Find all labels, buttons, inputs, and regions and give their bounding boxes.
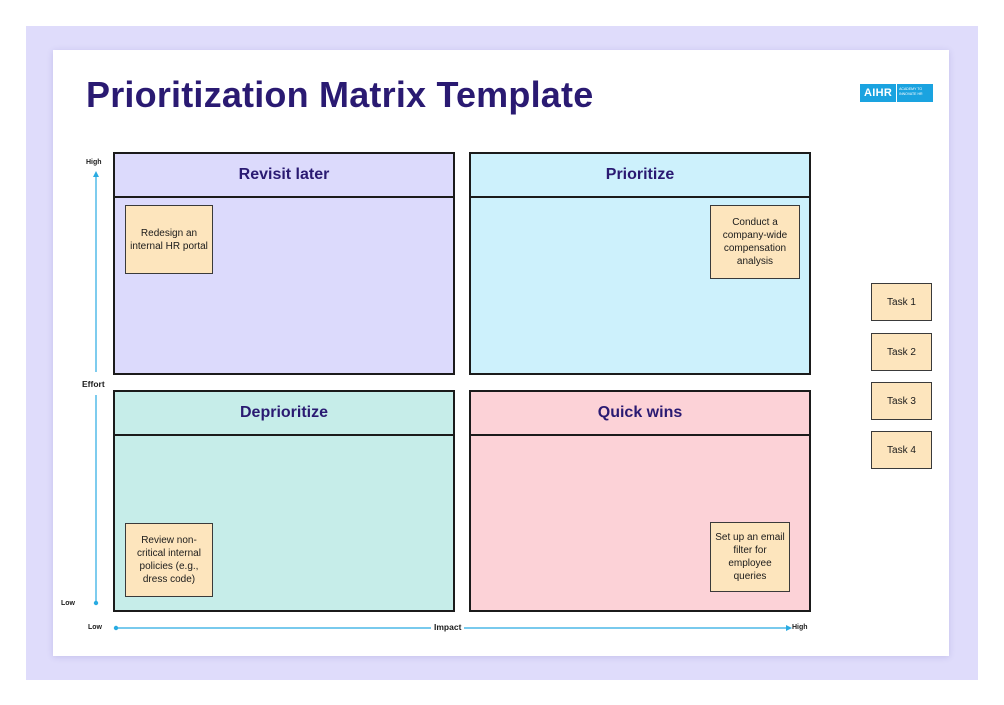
sticky-note-review-policies[interactable]: Review non-critical internal policies (e… bbox=[125, 523, 213, 597]
slide-canvas: Prioritization Matrix Template AIHR Acad… bbox=[53, 50, 949, 656]
logo-tagline: Academy to Innovate HR bbox=[896, 84, 934, 102]
effort-high-label: High bbox=[86, 159, 102, 166]
effort-axis-label: Effort bbox=[82, 379, 105, 389]
aihr-logo: AIHR Academy to Innovate HR bbox=[860, 84, 934, 102]
quadrant-title: Prioritize bbox=[471, 154, 809, 198]
impact-axis-high-arrow bbox=[786, 625, 792, 631]
quadrant-title: Quick wins bbox=[471, 392, 809, 436]
page-title: Prioritization Matrix Template bbox=[86, 74, 594, 115]
impact-axis-label: Impact bbox=[431, 622, 465, 632]
task-card[interactable]: Task 2 bbox=[871, 333, 932, 371]
quadrant-title: Deprioritize bbox=[115, 392, 453, 436]
task-card[interactable]: Task 1 bbox=[871, 283, 932, 321]
sticky-note-redesign-portal[interactable]: Redesign an internal HR portal bbox=[125, 205, 213, 274]
quadrant-title: Revisit later bbox=[115, 154, 453, 198]
axes-graphic bbox=[93, 171, 792, 631]
impact-low-label: Low bbox=[88, 624, 102, 631]
effort-axis-low-dot bbox=[93, 600, 99, 606]
effort-low-label: Low bbox=[61, 600, 75, 607]
task-card[interactable]: Task 3 bbox=[871, 382, 932, 420]
logo-mark: AIHR bbox=[860, 84, 897, 102]
task-card[interactable]: Task 4 bbox=[871, 431, 932, 469]
sticky-note-compensation-analysis[interactable]: Conduct a company-wide compensation anal… bbox=[710, 205, 800, 279]
effort-axis-high-arrow bbox=[93, 171, 99, 177]
impact-high-label: High bbox=[792, 624, 808, 631]
sticky-note-email-filter[interactable]: Set up an email filter for employee quer… bbox=[710, 522, 790, 592]
impact-axis-low-dot bbox=[113, 625, 119, 631]
